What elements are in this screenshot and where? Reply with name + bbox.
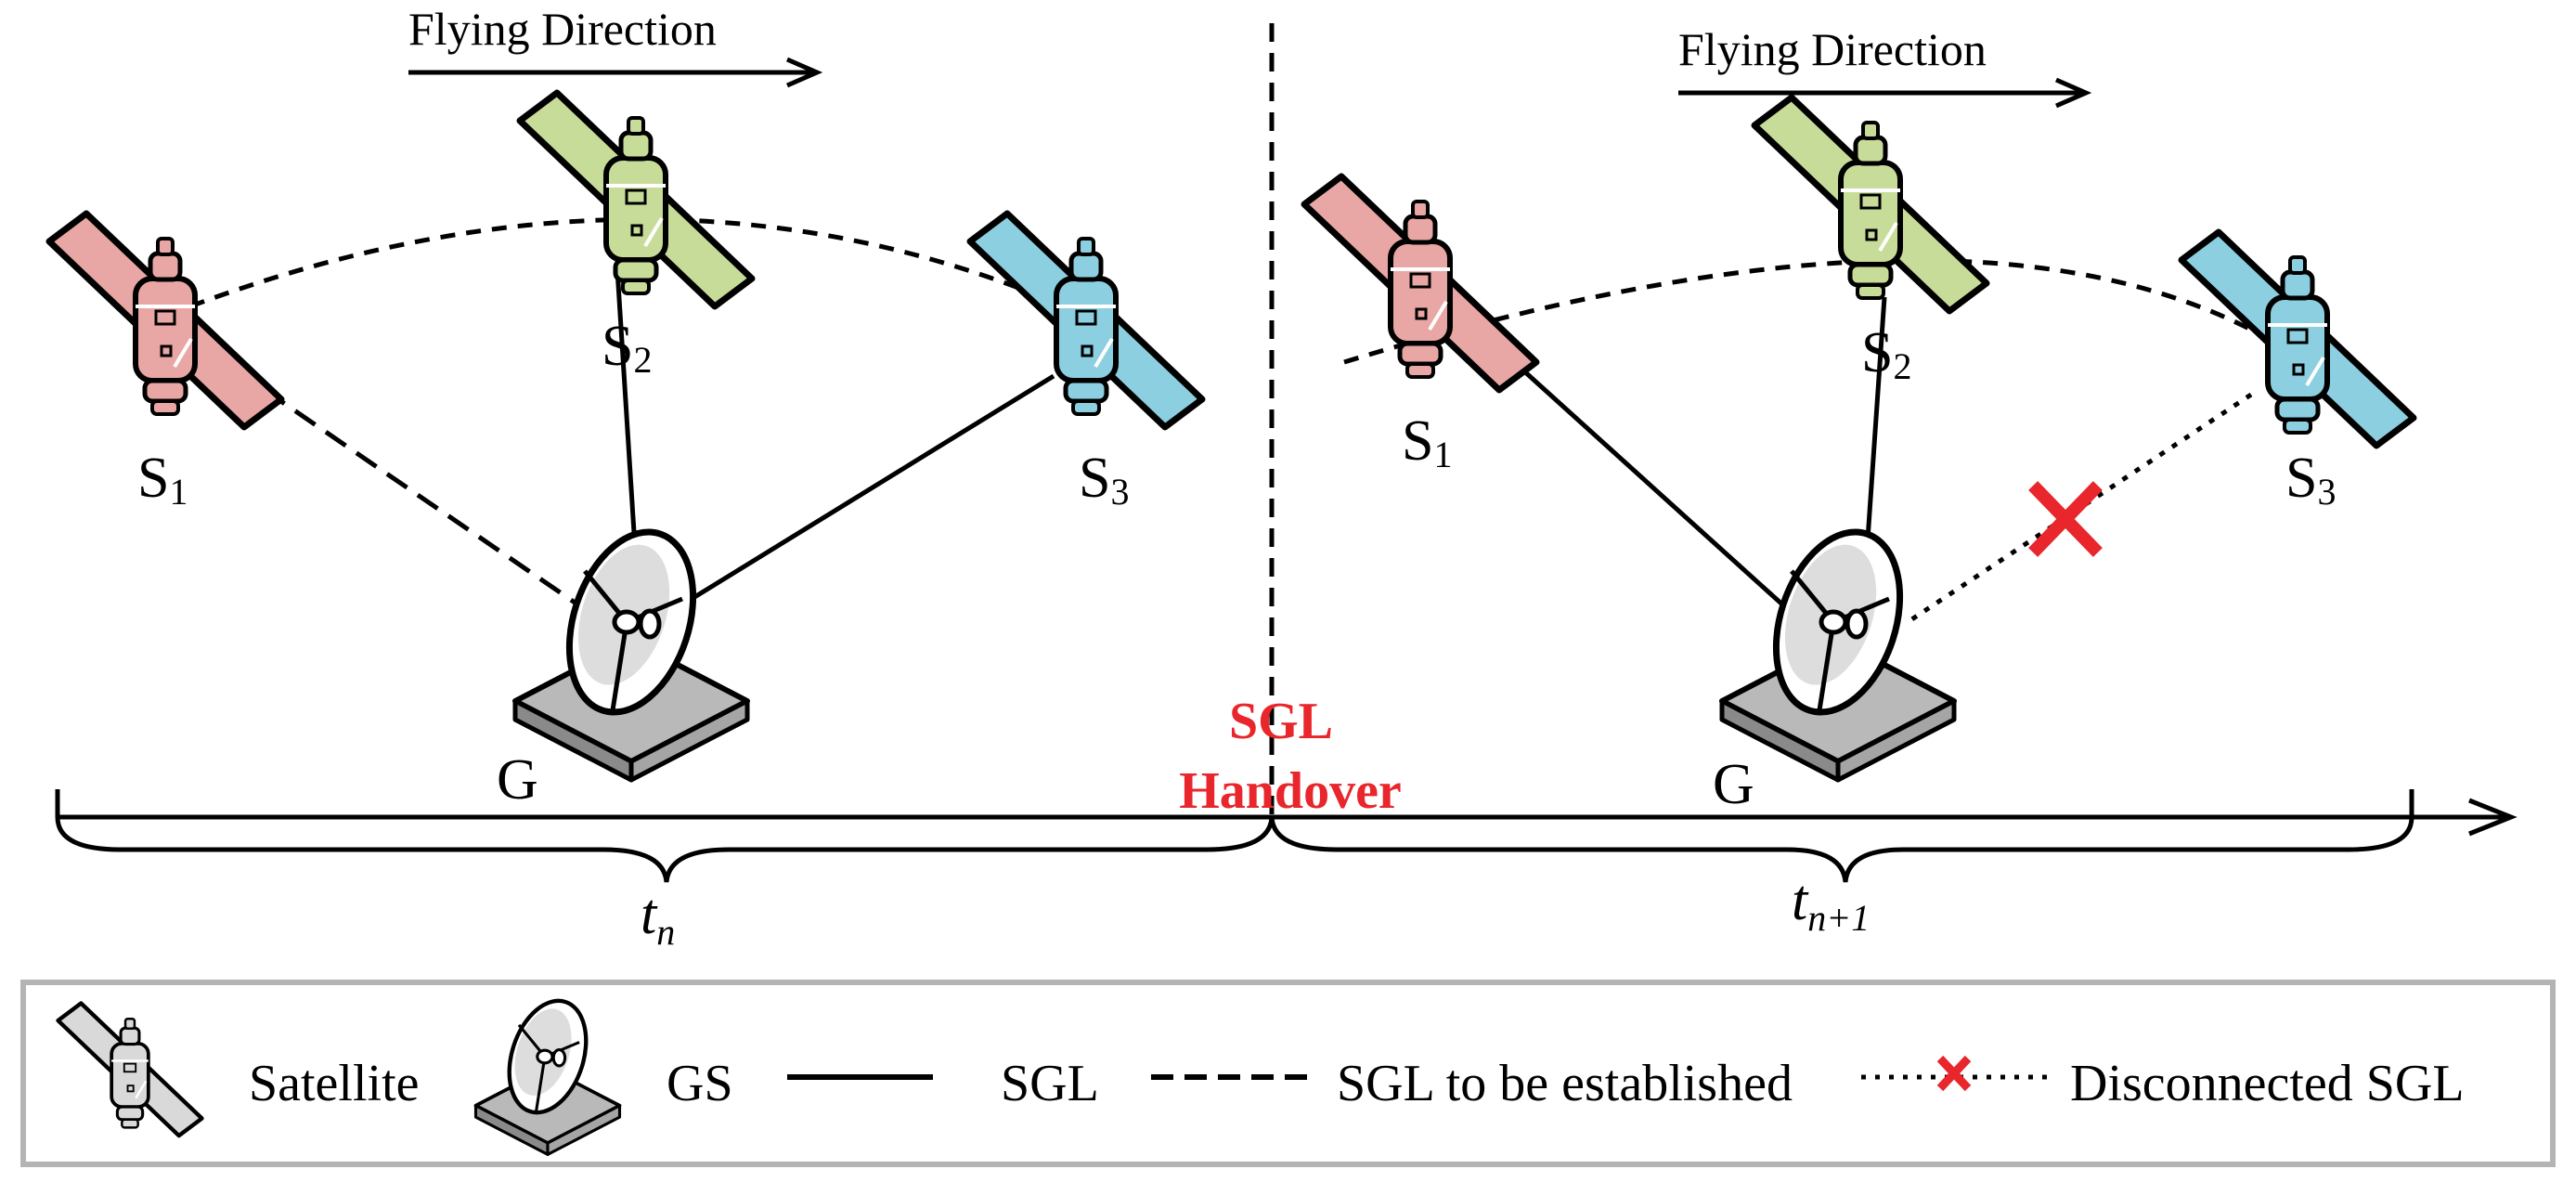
satellite-icon [970, 214, 1202, 427]
legend-satellite-label: Satellite [249, 1055, 420, 1112]
satellite-label-s3-right: S3 [2285, 447, 2336, 513]
arrow-icon [1678, 77, 2092, 109]
cross-icon [1936, 1055, 1972, 1092]
interval-brace-left [55, 816, 1275, 883]
flying-direction-label-right: Flying Direction [1678, 23, 1987, 75]
satellite-icon [1304, 176, 1536, 390]
legend-gs-label: GS [667, 1055, 733, 1112]
satellite-icon [520, 93, 752, 306]
satellite-icon [2181, 232, 2414, 446]
legend-sgl-to-be-established-label: SGL to be established [1337, 1055, 1793, 1112]
ground-station-label-right: G [1713, 753, 1754, 816]
satellite-label-s1-right: S1 [1402, 409, 1452, 475]
sgl-line-s1 [1502, 351, 1793, 615]
cross-icon [2028, 481, 2103, 557]
handover-label-line1: SGL [1229, 693, 1333, 750]
ground-station-icon [1722, 516, 1954, 780]
legend-disconnected-sgl-label: Disconnected SGL [2070, 1055, 2465, 1112]
sgl-line-s2 [1863, 296, 1887, 567]
sgl-line-s2 [615, 268, 639, 563]
time-label-tn1: tn+1 [1792, 869, 1870, 939]
handover-label-line2: Handover [1179, 762, 1402, 820]
interval-brace-right [1269, 816, 2414, 883]
arrow-icon [2468, 798, 2518, 837]
flying-direction-label-left: Flying Direction [408, 3, 717, 55]
ground-station-icon [515, 516, 747, 780]
legend-sgl-label: SGL [1001, 1055, 1099, 1112]
arrow-icon [408, 57, 823, 88]
satellite-icon [49, 214, 281, 427]
satellite-icon [1754, 97, 1987, 311]
sgl-line-s3 [690, 373, 1055, 602]
legend-box [20, 980, 2556, 1167]
disconnected-sgl-line [1906, 392, 2253, 625]
sgl-to-be-established-line [263, 387, 605, 625]
satellite-label-s1-left: S1 [137, 447, 188, 513]
time-label-tn: tn [641, 883, 675, 953]
satellite-label-s2-left: S2 [602, 315, 652, 381]
satellite-label-s2-right: S2 [1861, 321, 1911, 387]
satellite-label-s3-left: S3 [1079, 447, 1129, 513]
ground-station-label-left: G [497, 748, 538, 812]
